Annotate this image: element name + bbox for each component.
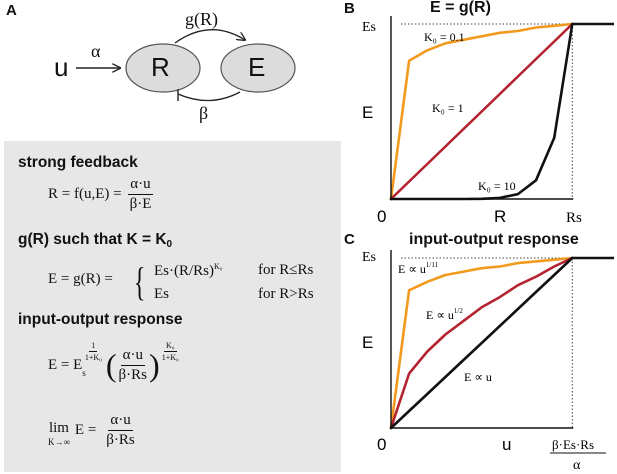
- chart-c-annot-orange: E ∝ u1/11: [398, 261, 439, 276]
- panel-c-title: input-output response: [409, 231, 579, 248]
- eq4-lhs: E =: [74, 422, 97, 438]
- chart-io-response: Es E 0 u β·Es·Rs α E ∝ u1/11 E ∝ u1/2 E …: [362, 250, 614, 473]
- chart-c-xtick-0: 0: [377, 435, 386, 454]
- eq1-fraction: α·u β·E: [128, 176, 154, 213]
- strong-feedback-heading: strong feedback: [18, 154, 138, 171]
- eq3-outer-exponent: K₀ 1+K₀: [161, 341, 179, 362]
- chart-c-series-1: [389, 256, 574, 430]
- chart-c-ytick-es: Es: [362, 250, 376, 265]
- chart-c-xlabel: u: [502, 435, 511, 454]
- eq3-es-subscript: s: [82, 368, 86, 378]
- chart-b-legend-k01: K₀ = 0.1: [424, 30, 465, 44]
- eq1-denominator: β·E: [129, 196, 152, 212]
- eq3-main-fraction: α·u β·Rs: [118, 346, 148, 383]
- beta-label: β: [199, 103, 209, 123]
- eq2-case1-expr: Es·(R/Rs)K₀: [154, 262, 223, 279]
- chart-c-series-0: [389, 256, 574, 430]
- eq4-fraction: α·u β·Rs: [106, 412, 135, 448]
- chart-c-series-2: [389, 256, 574, 430]
- node-e-ellipse: [220, 43, 296, 93]
- feedback-diagram: [76, 29, 296, 102]
- eq4-lim-block: lim K→∞: [48, 420, 70, 447]
- beta-arrow: [177, 91, 241, 102]
- chart-b-xlabel: R: [494, 207, 506, 226]
- chart-b-legend-k1: K₀ = 1: [432, 101, 464, 115]
- eq2-case1-condition: for R≤Rs: [258, 262, 314, 278]
- chart-b-series-1: [389, 22, 574, 201]
- eq4-lim: lim: [48, 420, 69, 436]
- chart-b-ylabel: E: [362, 103, 373, 122]
- io-heading: input-output response: [18, 311, 183, 328]
- eq3-open-paren: (: [105, 346, 117, 383]
- chart-c-annot-black: E ∝ u: [464, 370, 492, 384]
- chart-b-legend-k10: K₀ = 10: [478, 179, 516, 193]
- g-label: g(R): [185, 9, 218, 29]
- g-arrow: [174, 29, 245, 44]
- g-heading-subscript: 0: [166, 239, 173, 250]
- eq-g-definition: E = g(R) = { Es·(R/Rs)K₀ for R≤Rs Es for…: [48, 259, 338, 310]
- node-r-ellipse: [125, 43, 201, 93]
- eq1-numerator: α·u: [128, 176, 153, 195]
- alpha-label: α: [91, 41, 101, 61]
- panel-b-letter: B: [344, 0, 355, 17]
- eq2-case2-condition: for R>Rs: [258, 286, 314, 302]
- chart-c-xtick-num: β·Es·Rs: [552, 437, 594, 452]
- chart-c-ylabel: E: [362, 333, 373, 352]
- panel-b-title: E = g(R): [430, 0, 491, 16]
- panel-c-letter: C: [344, 231, 355, 248]
- eq3-lhs: E = E: [48, 356, 83, 373]
- chart-b-series-0: [389, 22, 574, 201]
- chart-b-ytick-es: Es: [362, 20, 376, 35]
- eq1-lhs: R = f(u,E) =: [48, 186, 122, 202]
- node-e-label: E: [248, 52, 266, 82]
- chart-b-xtick-rs: Rs: [566, 210, 582, 226]
- eq2-brace: {: [133, 259, 146, 304]
- node-r-label: R: [151, 52, 170, 82]
- eq2-case2-expr: Es: [154, 286, 169, 302]
- eq4-lim-subscript: K→∞: [48, 437, 70, 447]
- eq3-exponent-fraction: 1 1+K₀: [84, 341, 102, 362]
- chart-c-xtick-den: α: [573, 458, 581, 473]
- panel-a-letter: A: [6, 2, 17, 19]
- eq3-close-paren: ): [149, 346, 160, 383]
- eq-io-response: E = E s 1 1+K₀ ( α·u β·Rs ) K₀ 1+K₀: [48, 341, 181, 387]
- eq2-lhs: E = g(R) =: [48, 271, 113, 287]
- equations-box: [4, 141, 341, 472]
- eq-limit: lim K→∞ E = α·u β·Rs: [48, 412, 137, 449]
- chart-b-xtick-0: 0: [377, 207, 386, 226]
- g-heading: g(R) such that K = K0: [18, 231, 172, 250]
- chart-e-vs-r: Es E 0 R Rs K₀ = 0.1 K₀ = 1 K₀ = 10: [362, 16, 614, 226]
- input-label: u: [54, 52, 69, 82]
- chart-c-annot-red: E ∝ u1/2: [426, 307, 463, 322]
- eq-strong-feedback: R = f(u,E) = α·u β·E: [48, 176, 153, 213]
- g-heading-text: g(R) such that K = K: [18, 231, 167, 248]
